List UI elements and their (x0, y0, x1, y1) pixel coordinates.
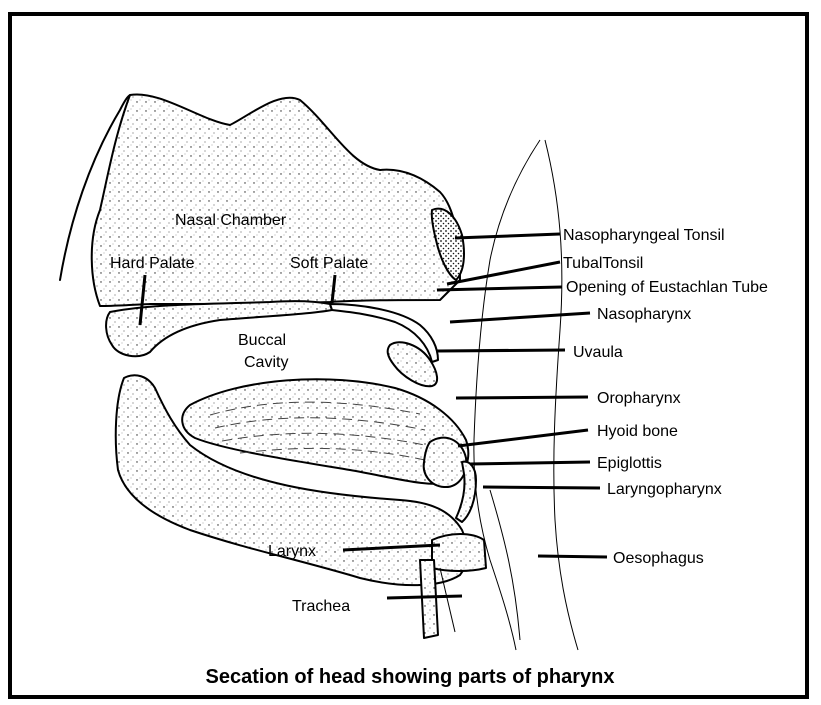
trachea-shape (420, 560, 438, 638)
leader-oesophagus (538, 556, 607, 557)
label-hard-palate: Hard Palate (110, 255, 195, 272)
label-buccal: Buccal (238, 332, 286, 349)
label-tubal-tonsil: TubalTonsil (563, 255, 643, 272)
leader-trachea (387, 596, 462, 598)
label-laryngopharynx: Laryngopharynx (607, 481, 722, 498)
spine-outline (545, 140, 578, 650)
label-nasopharynx: Nasopharynx (597, 306, 691, 323)
leader-oropharynx (456, 397, 588, 398)
larynx-shape (432, 534, 486, 571)
hard-palate-shape (106, 301, 332, 356)
label-oesophagus: Oesophagus (613, 550, 704, 567)
label-nasal-chamber: Nasal Chamber (175, 212, 287, 229)
figure-caption: Secation of head showing parts of pharyn… (206, 666, 615, 688)
label-cavity: Cavity (244, 354, 288, 371)
leader-eustachian-opening (437, 287, 562, 290)
label-hyoid-bone: Hyoid bone (597, 423, 678, 440)
label-epiglottis: Epiglottis (597, 455, 662, 472)
leader-uvaula (437, 350, 565, 351)
oesophagus-wall (490, 490, 520, 640)
label-uvaula: Uvaula (573, 344, 623, 361)
leader-nasopharyngeal-tonsil (455, 234, 560, 238)
nasal-chamber-region (92, 94, 460, 306)
label-soft-palate: Soft Palate (290, 255, 368, 272)
leader-nasopharynx (450, 313, 590, 322)
label-larynx: Larynx (268, 543, 316, 560)
leader-hyoid-bone (458, 430, 588, 446)
label-oropharynx: Oropharynx (597, 390, 681, 407)
pharynx-posterior-wall (474, 140, 540, 650)
label-trachea: Trachea (292, 598, 350, 615)
label-nasopharyngeal-tonsil: Nasopharyngeal Tonsil (563, 227, 725, 244)
leader-epiglottis (470, 462, 590, 464)
leader-laryngopharynx (483, 487, 600, 488)
label-opening-eustachian: Opening of Eustachlan Tube (566, 279, 768, 296)
